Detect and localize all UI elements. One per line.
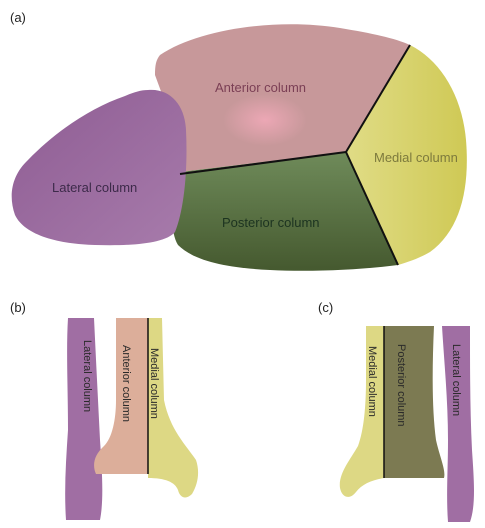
c-label-medial-column: Medial column (366, 346, 378, 417)
lateral-column-region (12, 90, 187, 245)
b-label-lateral-column: Lateral column (81, 340, 93, 412)
panel-b-label: (b) (10, 300, 26, 315)
label-anterior-column: Anterior column (215, 80, 306, 95)
label-medial-column: Medial column (374, 150, 458, 165)
label-posterior-column: Posterior column (222, 215, 320, 230)
panel-c-label: (c) (318, 300, 333, 315)
b-label-medial-column: Medial column (148, 348, 160, 419)
c-label-lateral-column: Lateral column (450, 344, 462, 416)
label-lateral-column: Lateral column (52, 180, 137, 195)
panel-a-label: (a) (10, 10, 26, 25)
c-label-posterior-column: Posterior column (395, 344, 407, 427)
b-label-anterior-column: Anterior column (120, 345, 132, 422)
panel-a-bone-surface (12, 24, 467, 271)
c-posterior-column-bone (384, 326, 444, 478)
